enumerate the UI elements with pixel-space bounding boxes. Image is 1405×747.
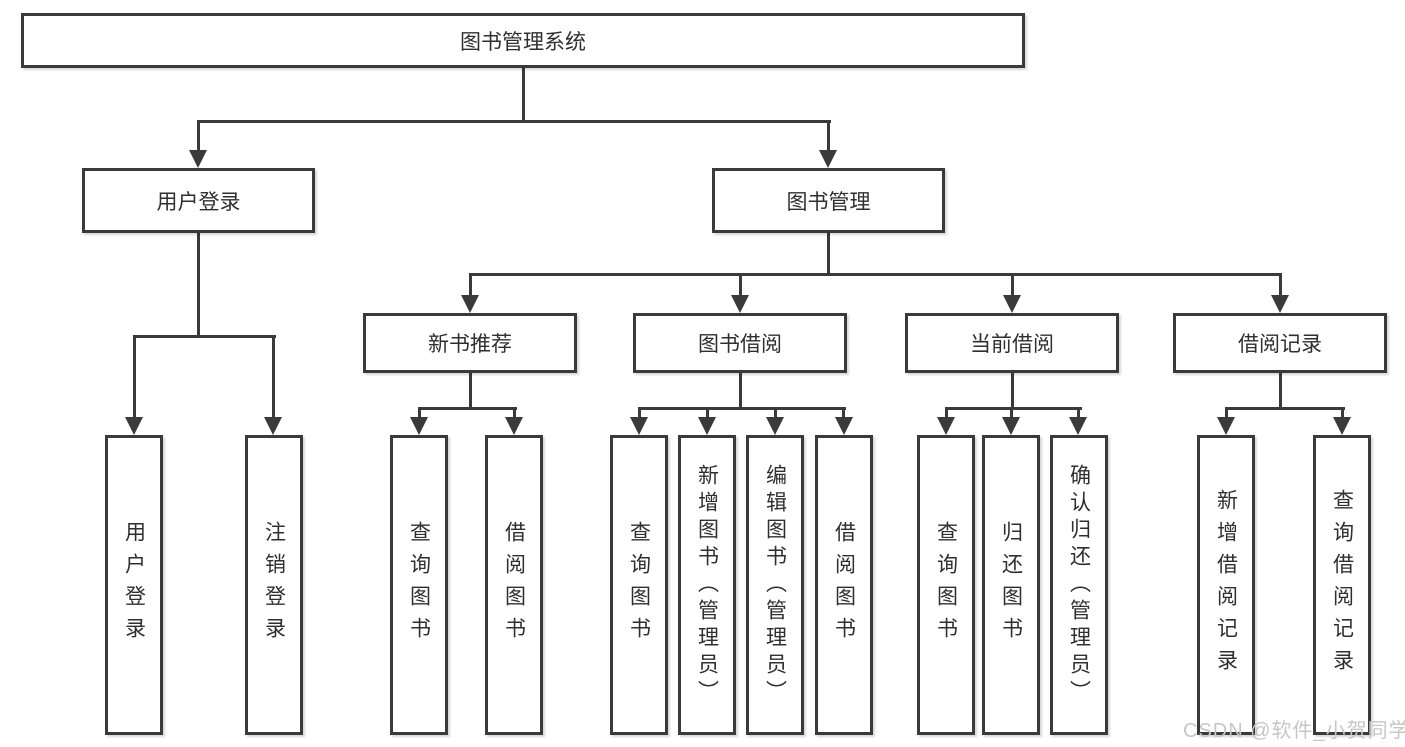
connector-arrowhead	[698, 417, 716, 435]
leaf-label: 用户登录	[122, 521, 146, 649]
connector-line	[1341, 407, 1344, 419]
connector-arrowhead	[630, 417, 648, 435]
node-label: 当前借阅	[970, 333, 1054, 356]
leaf-add-book-admin: 新增图书（管理员）	[678, 435, 736, 735]
connector-arrowhead	[410, 417, 428, 435]
connector-arrowhead	[766, 417, 784, 435]
connector-arrowhead	[819, 150, 837, 168]
connector-line	[842, 407, 845, 419]
node-root: 图书管理系统	[21, 13, 1025, 68]
connector-line	[1279, 273, 1282, 297]
node-borrow-records: 借阅记录	[1173, 313, 1387, 373]
connector-arrowhead	[1217, 417, 1235, 435]
csdn-watermark: CSDN @软件_小贺同学	[1183, 720, 1405, 742]
leaf-query-borrow-record: 查询借阅记录	[1313, 435, 1371, 735]
connector-line	[774, 407, 777, 419]
connector-line	[638, 407, 846, 410]
node-label: 用户登录	[156, 190, 241, 214]
connector-line	[133, 335, 136, 419]
connector-line	[1010, 407, 1013, 419]
connector-arrowhead	[264, 417, 282, 435]
connector-line	[513, 407, 516, 419]
leaf-label: 借阅图书	[832, 521, 856, 649]
node-user-login: 用户登录	[82, 168, 315, 233]
leaf-label: 查询图书	[627, 521, 651, 649]
connector-line	[133, 335, 276, 338]
node-book-management: 图书管理	[712, 168, 945, 233]
connector-line	[638, 407, 641, 419]
leaf-query-books-2: 查询图书	[610, 435, 668, 735]
connector-line	[1011, 273, 1014, 297]
connector-line	[522, 68, 525, 120]
leaf-label: 借阅图书	[502, 521, 526, 649]
leaf-edit-book-admin: 编辑图书（管理员）	[746, 435, 804, 735]
connector-line	[827, 233, 830, 276]
connector-line	[739, 373, 742, 410]
connector-arrowhead	[731, 295, 749, 313]
connector-arrowhead	[125, 417, 143, 435]
connector-line	[1279, 373, 1282, 410]
leaf-logout-login: 注销登录	[245, 435, 303, 735]
leaf-confirm-return-admin: 确认归还（管理员）	[1050, 435, 1108, 735]
connector-line	[1077, 407, 1080, 419]
node-root-label: 图书管理系统	[460, 30, 586, 54]
node-current-borrow: 当前借阅	[905, 313, 1119, 373]
leaf-label: 确认归还（管理员）	[1067, 463, 1091, 707]
leaf-label: 查询借阅记录	[1330, 489, 1354, 681]
connector-arrowhead	[505, 417, 523, 435]
leaf-label: 归还图书	[999, 521, 1023, 649]
connector-line	[945, 407, 1082, 410]
connector-arrowhead	[1271, 295, 1289, 313]
connector-arrowhead	[189, 150, 207, 168]
connector-line	[418, 407, 517, 410]
connector-arrowhead	[1002, 417, 1020, 435]
node-new-book-recommend: 新书推荐	[363, 313, 577, 373]
connector-arrowhead	[1333, 417, 1351, 435]
connector-line	[469, 273, 1282, 276]
node-label: 新书推荐	[428, 333, 512, 356]
leaf-label: 新增借阅记录	[1214, 489, 1238, 681]
connector-line	[197, 120, 831, 123]
leaf-query-books-1: 查询图书	[390, 435, 448, 735]
leaf-user-login: 用户登录	[105, 435, 163, 735]
node-book-borrow: 图书借阅	[633, 313, 847, 373]
leaf-borrow-books-2: 借阅图书	[815, 435, 873, 735]
connector-line	[469, 373, 472, 410]
leaf-borrow-books-1: 借阅图书	[485, 435, 543, 735]
connector-line	[827, 120, 830, 152]
leaf-label: 查询图书	[934, 521, 958, 649]
leaf-label: 新增图书（管理员）	[695, 463, 719, 707]
connector-arrowhead	[1069, 417, 1087, 435]
leaf-return-book: 归还图书	[982, 435, 1040, 735]
node-label: 借阅记录	[1238, 333, 1322, 356]
connector-line	[945, 407, 948, 419]
connector-line	[706, 407, 709, 419]
connector-line	[1011, 373, 1014, 410]
connector-arrowhead	[461, 295, 479, 313]
leaf-query-books-3: 查询图书	[917, 435, 975, 735]
connector-line	[1225, 407, 1228, 419]
connector-line	[197, 233, 200, 338]
connector-line	[739, 273, 742, 297]
connector-arrowhead	[835, 417, 853, 435]
connector-line	[418, 407, 421, 419]
node-label: 图书借阅	[698, 333, 782, 356]
connector-line	[469, 273, 472, 297]
leaf-label: 查询图书	[407, 521, 431, 649]
node-label: 图书管理	[786, 190, 871, 214]
connector-line	[272, 335, 275, 419]
leaf-add-borrow-record: 新增借阅记录	[1197, 435, 1255, 735]
leaf-label: 注销登录	[262, 521, 286, 649]
connector-arrowhead	[1003, 295, 1021, 313]
leaf-label: 编辑图书（管理员）	[763, 463, 787, 707]
connector-line	[197, 120, 200, 152]
connector-arrowhead	[937, 417, 955, 435]
connector-line	[1225, 407, 1345, 410]
